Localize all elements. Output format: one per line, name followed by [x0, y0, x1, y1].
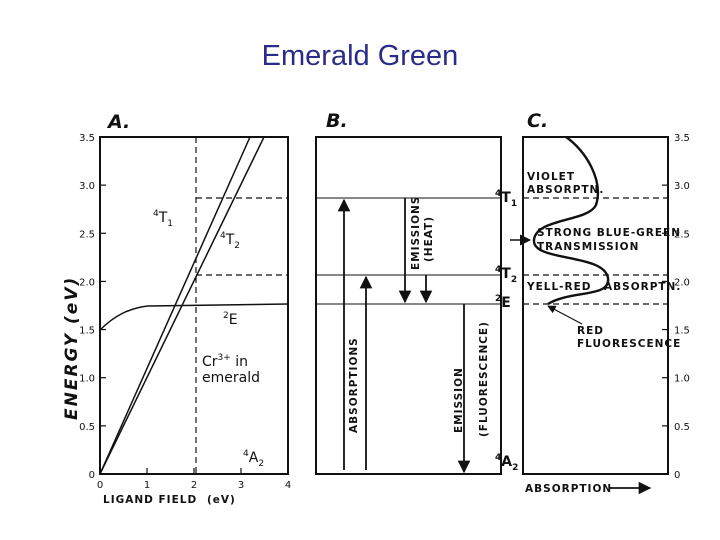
panel-c-y-tick-label: 0.5 — [674, 422, 690, 433]
label-4t1: 4T1 — [153, 209, 173, 229]
panel-b-label-4t1: 4T1 — [495, 189, 517, 209]
panel-a-y-ticks: 0 0.5 1.0 1.5 2.0 2.5 3.0 3.5 — [79, 133, 106, 481]
ligand-field-axis-label: LIGAND FIELD — [103, 494, 197, 506]
panel-c: 00.51.01.52.02.53.03.5 VIOLET ABSORPTN. … — [510, 133, 690, 495]
panel-a-y-tick-label: 0.5 — [79, 422, 95, 433]
red-fluorescence-label: FLUORESCENCE — [577, 338, 681, 350]
panel-b-label-4t2: 4T2 — [495, 265, 517, 285]
panel-a-y-tick-label: 0 — [89, 470, 95, 481]
panel-a-y-tick-label: 3.5 — [79, 133, 95, 144]
panel-a-y-tick-label: 2.5 — [79, 229, 95, 240]
panel-a-y-tick-label: 1.5 — [79, 326, 95, 337]
panel-a-x-ticks: 0 1 2 3 4 — [97, 468, 291, 491]
violet-label: VIOLET — [527, 171, 575, 183]
emissions-label: EMISSIONS — [410, 196, 422, 270]
curve-2e — [99, 303, 289, 331]
panel-c-y-tick-label: 2.5 — [674, 229, 690, 240]
ligand-field-axis-unit: (eV) — [207, 494, 236, 506]
heat-label: (HEAT) — [423, 216, 435, 262]
panel-letter-b: B. — [326, 110, 348, 132]
panel-letter-a: A. — [106, 111, 130, 133]
panel-c-y-tick-label: 3.0 — [674, 181, 690, 192]
panel-b-frame — [315, 136, 502, 475]
label-4t2: 4T2 — [220, 231, 240, 251]
violet-absorption-label: ABSORPTN. — [527, 184, 604, 196]
panel-a-y-tick-label: 3.0 — [79, 181, 95, 192]
yellow-red-absorption-label: ABSORPTN. — [604, 281, 681, 293]
panel-a-y-tick-label: 1.0 — [79, 374, 95, 385]
panel-a-x-tick-label: 3 — [238, 480, 244, 491]
panel-b-label-4a2: 4A2 — [495, 453, 518, 473]
fluorescence-pointer-arrow — [547, 305, 583, 325]
label-4a2: 4A2 — [243, 449, 264, 469]
panel-c-y-ticks: 0 0.5 1.0 1.5 2.0 2.5 3.0 3.5 — [662, 133, 690, 481]
label-emerald: emerald — [202, 370, 260, 386]
panel-letter-c: C. — [527, 110, 548, 132]
absorption-axis-label: ABSORPTION — [525, 483, 612, 495]
panel-a-x-tick-label: 4 — [285, 480, 291, 491]
strong-blue-green-label: STRONG BLUE-GREEN — [537, 227, 681, 239]
panel-c-y-tick-label: 1.0 — [674, 374, 690, 385]
fluorescence-label: (FLUORESCENCE) — [478, 321, 490, 437]
label-cr-ion: Cr3+ in — [202, 353, 248, 370]
panel-b: ABSORPTIONS EMISSIONS (HEAT) EMISSION (F… — [315, 136, 518, 475]
panel-c-y-tick-label: 0 — [674, 470, 680, 481]
yellow-red-label: YELL-RED — [526, 281, 592, 293]
panel-a-x-tick-label: 2 — [191, 480, 197, 491]
panel-c-y-tick-label: 1.5 — [674, 326, 690, 337]
panel-c-frame — [522, 136, 669, 475]
transmission-label: TRANSMISSION — [537, 241, 639, 253]
panel-a-x-tick-label: 0 — [97, 480, 103, 491]
panel-a-y-tick-label: 2.0 — [79, 277, 95, 288]
absorption-spectrum-curve — [532, 136, 610, 306]
panel-c-y-tick-label: 2.0 — [674, 277, 690, 288]
energy-axis-label: ENERGY (eV) — [62, 276, 82, 420]
panel-b-label-2e: 2E — [495, 294, 511, 311]
slide-title: Emerald Green — [261, 40, 459, 72]
panel-c-y-tick-label: 3.5 — [674, 133, 690, 144]
label-2e: 2E — [223, 311, 238, 328]
absorptions-label: ABSORPTIONS — [348, 337, 360, 433]
emission-label: EMISSION — [453, 367, 465, 433]
red-label: RED — [577, 325, 604, 337]
panel-a-x-tick-label: 1 — [144, 480, 150, 491]
